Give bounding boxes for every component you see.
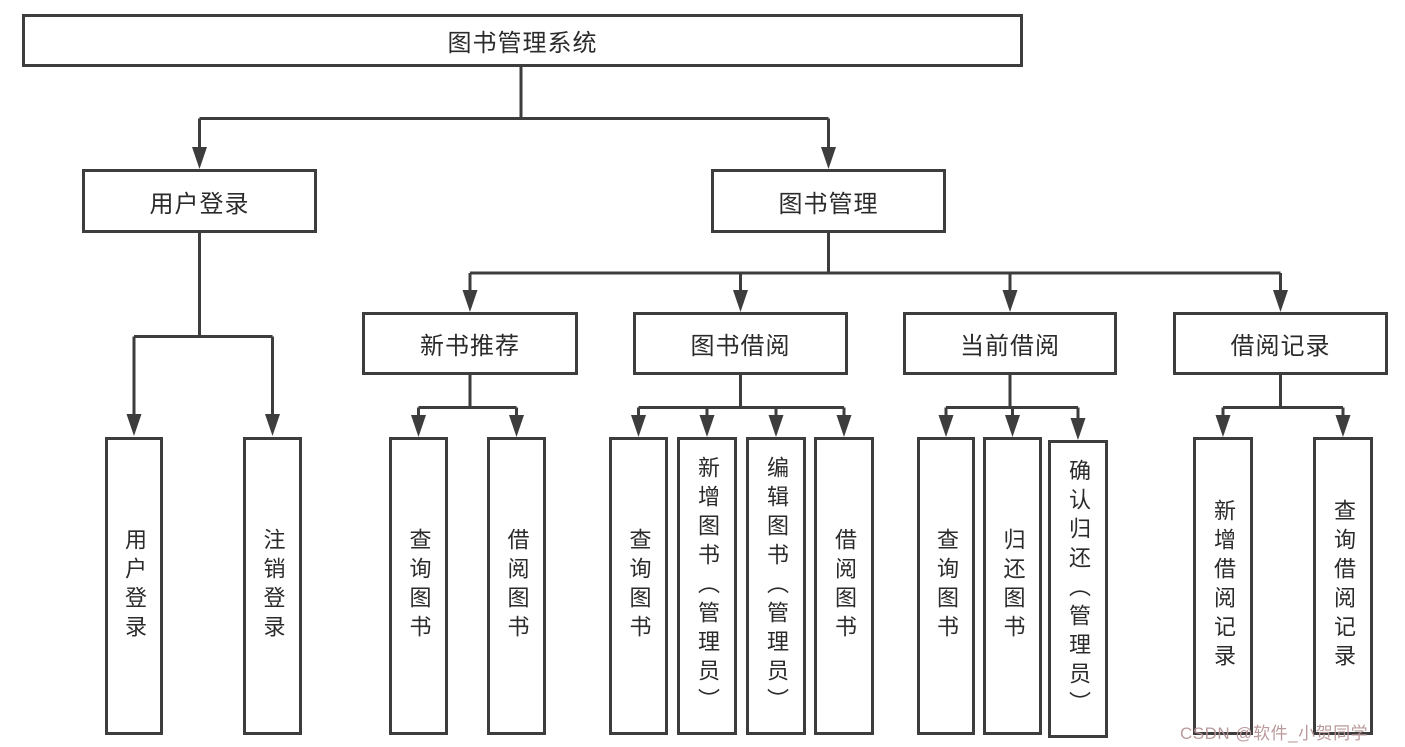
leaf-add-book-admin: 新增图书（管理员）: [677, 437, 737, 735]
leaf-label: 用户登录: [122, 528, 147, 644]
leaf-borrow-books: 借阅图书: [814, 437, 874, 735]
node-borrow-records: 借阅记录: [1173, 312, 1388, 375]
node-library-system: 图书管理系统: [22, 14, 1023, 67]
leaf-label: 查询图书: [626, 528, 652, 644]
leaf-label: 借阅图书: [832, 528, 857, 644]
watermark: CSDN @软件_小贺同学: [1180, 724, 1369, 743]
leaf-query-books: 查询图书: [389, 437, 448, 735]
leaf-label: 新增借阅记录: [1211, 499, 1236, 673]
leaf-query-borrow-record: 查询借阅记录: [1313, 437, 1373, 735]
leaf-label: 查询图书: [934, 528, 959, 644]
leaf-label: 新增图书（管理员）: [695, 455, 720, 717]
leaf-query-books: 查询图书: [609, 437, 668, 735]
leaf-label: 查询借阅记录: [1331, 499, 1356, 673]
leaf-user-login: 用户登录: [105, 437, 163, 735]
leaf-label: 归还图书: [1000, 528, 1026, 644]
leaf-label: 注销登录: [260, 528, 286, 644]
leaf-edit-book-admin: 编辑图书（管理员）: [746, 437, 806, 735]
node-book-borrowing: 图书借阅: [633, 312, 848, 375]
node-new-book-recommend: 新书推荐: [362, 312, 578, 375]
leaf-label: 查询图书: [406, 528, 432, 644]
leaf-add-borrow-record: 新增借阅记录: [1193, 437, 1253, 735]
leaf-label: 借阅图书: [504, 528, 530, 644]
node-user-login: 用户登录: [82, 169, 317, 233]
leaf-label: 确认归还（管理员）: [1066, 458, 1091, 720]
leaf-return-books: 归还图书: [983, 437, 1042, 735]
node-current-borrowing: 当前借阅: [903, 312, 1117, 375]
leaf-logout: 注销登录: [243, 437, 302, 735]
leaf-query-books: 查询图书: [917, 437, 975, 735]
node-book-management: 图书管理: [711, 169, 946, 233]
leaf-label: 编辑图书（管理员）: [764, 455, 789, 717]
leaf-borrow-books: 借阅图书: [487, 437, 546, 735]
leaf-confirm-return-admin: 确认归还（管理员）: [1048, 440, 1108, 738]
